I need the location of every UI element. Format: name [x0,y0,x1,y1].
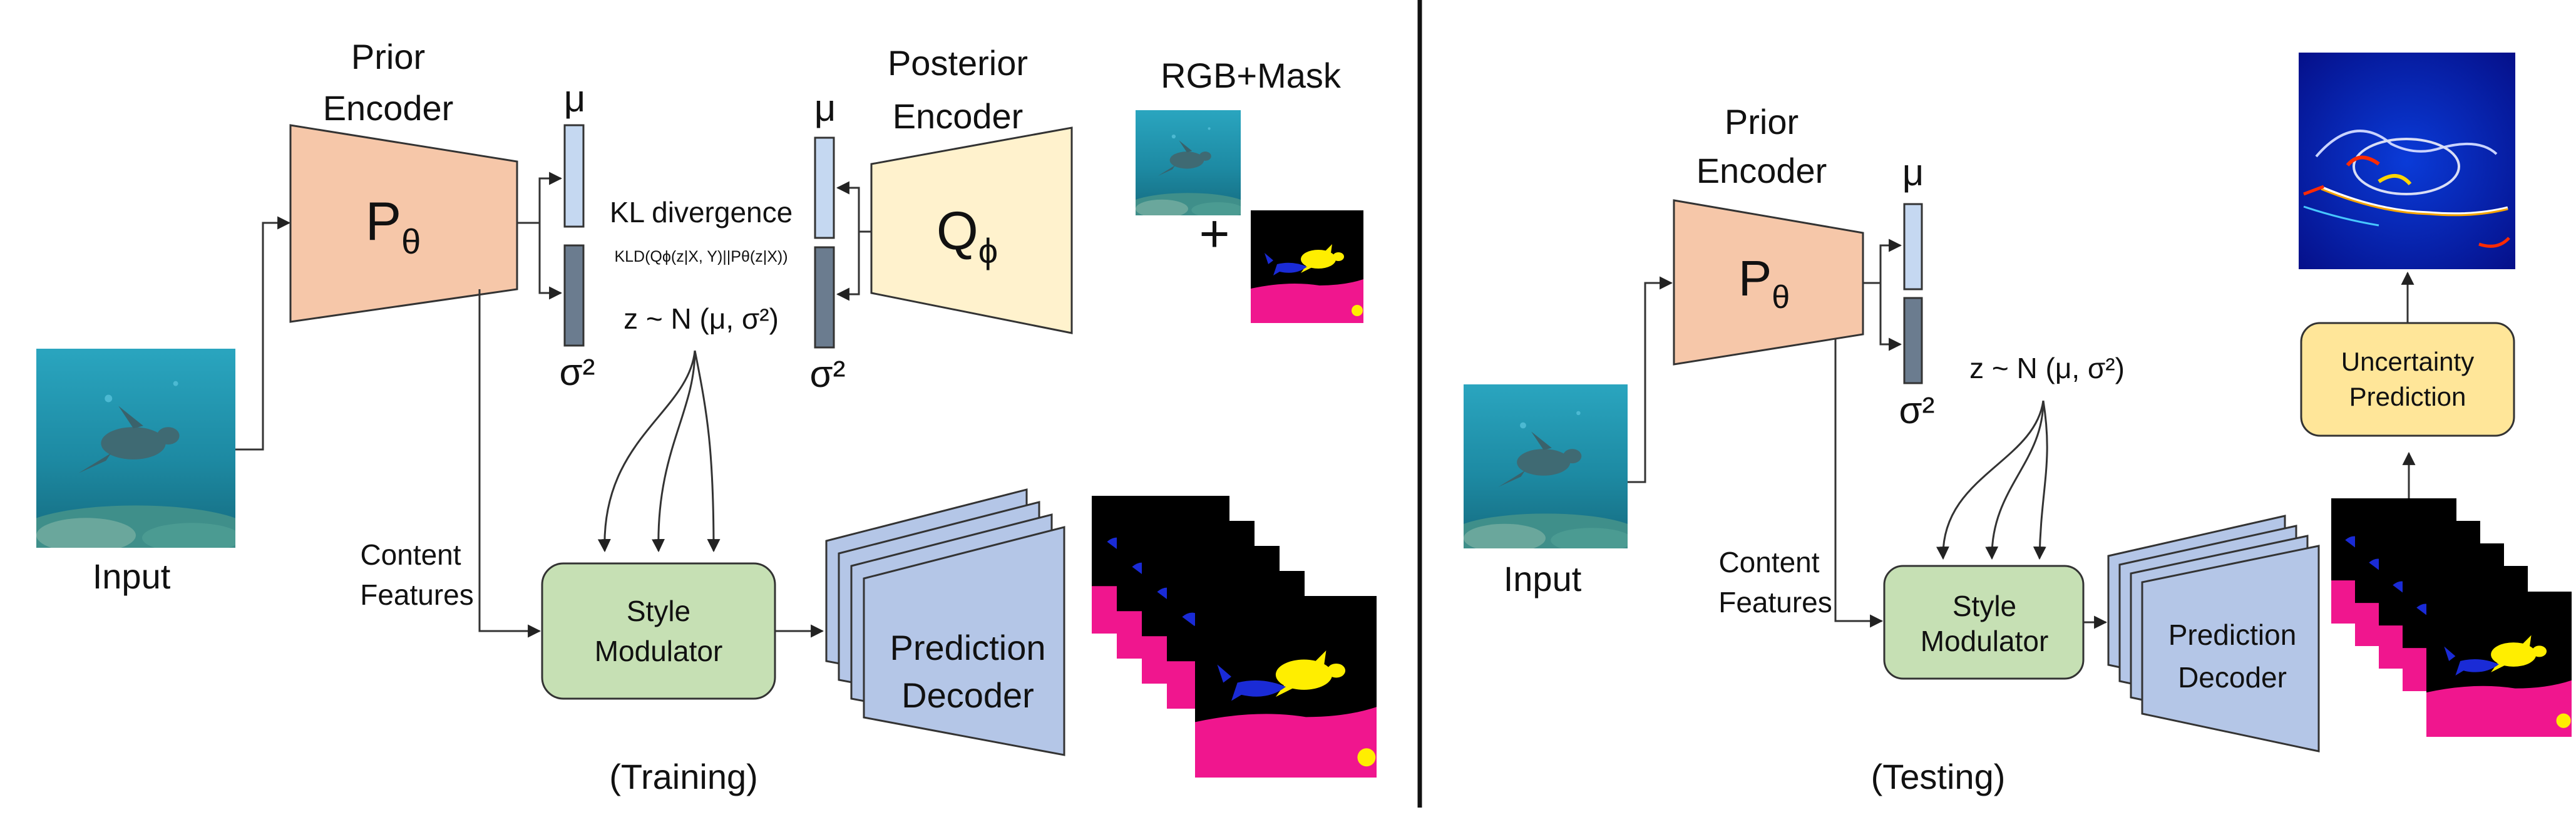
testing-sample-arrow-1 [1936,400,2045,560]
testing-decoder-label-2: Decoder [2178,661,2287,694]
training-panel: Input Prior Encoder Pθ μ σ² KL divergenc… [36,37,1377,796]
testing-uncertainty-map [2299,53,2515,269]
training-style-modulator [541,562,776,700]
training-rgb-mask-title: RGB+Mask [1161,56,1342,95]
testing-prior-title-1: Prior [1725,102,1799,141]
testing-panel: Input Prior Encoder Pθ μ σ² z ~ N (μ, σ²… [1464,53,2572,796]
training-input-image [36,349,235,548]
training-sample-arrow-3 [694,350,721,553]
testing-sample-arrow-3 [2033,400,2048,560]
training-z-distribution: z ~ N (μ, σ²) [623,302,779,335]
testing-prior-encoder-block [1673,199,1864,366]
training-phase-label: (Training) [609,757,758,796]
training-prior-title-1: Prior [351,37,425,76]
testing-style-modulator-label-2: Modulator [1921,625,2049,657]
testing-uncertainty-block [2300,322,2515,437]
testing-prior-symbol: Pθ [1738,250,1790,316]
testing-content-features-label-1: Content [1718,546,1819,578]
training-decoder-label-1: Prediction [890,628,1045,667]
training-sample-arrow-2 [652,350,696,553]
training-posterior-title-2: Encoder [893,96,1024,136]
training-prior-mu-label: μ [564,78,586,120]
testing-decoder-label-1: Prediction [2168,619,2297,651]
training-posterior-to-mu-arrow [836,181,871,233]
testing-z-distribution: z ~ N (μ, σ²) [1969,352,2125,384]
testing-decoder-stack [2107,515,2320,752]
training-rgb-image [1136,110,1241,215]
testing-input-arrow [1628,276,1673,483]
testing-phase-label: (Testing) [1871,757,2006,796]
training-prior-encoder-block [289,124,518,323]
training-style-modulator-label-2: Modulator [595,635,723,667]
training-sample-arrow-1 [597,350,696,553]
testing-uncertainty-label-1: Uncertainty [2341,347,2474,376]
testing-prediction-decoder [2141,545,2320,752]
training-plus-sign: + [1199,204,1229,263]
training-prior-sigma-bar [563,244,585,347]
training-input-arrow [235,216,291,451]
training-posterior-sigma-bar [814,246,835,349]
training-posterior-encoder-block [870,126,1073,334]
training-output-masks [1092,496,1377,778]
testing-style-modulator-label-1: Style [1953,590,2016,622]
testing-content-features-label-2: Features [1718,586,1832,619]
training-content-features-label-2: Features [360,578,474,611]
training-prior-mu-bar [563,124,585,228]
training-content-features-label-1: Content [360,538,461,571]
testing-prior-to-mu-arrow [1863,239,1902,284]
testing-prior-title-2: Encoder [1696,151,1827,190]
testing-prior-to-sigma-arrow [1879,283,1902,351]
testing-content-features-arrow [1834,338,1884,628]
training-prior-sigma-label: σ² [559,351,595,393]
training-prior-to-mu-arrow [517,172,563,224]
training-posterior-title-1: Posterior [888,43,1028,83]
training-input-label: Input [93,557,171,596]
training-posterior-mu-label: μ [814,87,836,129]
training-prior-title-2: Encoder [323,88,454,128]
testing-sample-arrow-2 [1985,400,2045,560]
training-mask-image [1251,210,1363,323]
testing-input-image [1464,384,1628,548]
training-content-features-arrow [478,289,541,638]
testing-uncertainty-label-2: Prediction [2349,382,2466,411]
testing-input-label: Input [1504,559,1582,598]
training-prior-to-sigma-arrow [538,223,563,300]
testing-sigma-label: σ² [1899,389,1934,431]
training-decoder-label-2: Decoder [901,675,1034,715]
training-prior-symbol: Pθ [366,192,421,261]
training-kl-formula: KLD(Qϕ(z|X, Y)||Pθ(z|X)) [614,248,788,265]
testing-style-modulator [1883,565,2085,680]
training-posterior-mu-bar [814,136,835,239]
training-posterior-to-sigma-arrow [836,232,860,301]
training-kl-title: KL divergence [610,196,793,229]
testing-sigma-bar [1903,297,1923,384]
testing-output-masks [2331,498,2572,737]
testing-mu-bar [1903,203,1923,290]
training-posterior-symbol: Qϕ [936,201,998,270]
training-prediction-decoder [863,526,1065,756]
testing-mu-label: μ [1902,152,1924,193]
training-posterior-sigma-label: σ² [809,353,845,395]
training-decoder-stack [825,488,1065,756]
training-style-modulator-label-1: Style [627,595,690,627]
